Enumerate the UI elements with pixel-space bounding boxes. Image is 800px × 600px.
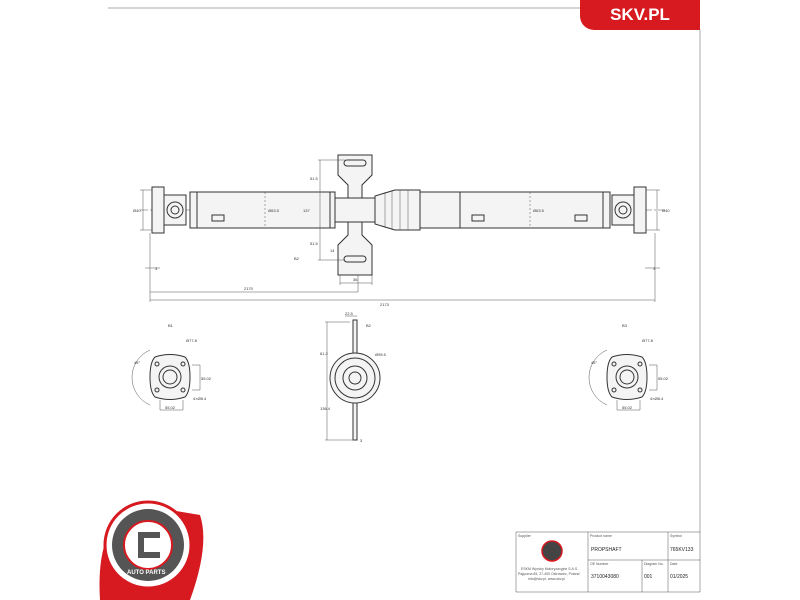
dim-bracket-width: 36: [353, 277, 358, 282]
bearing-view-b2: [325, 315, 381, 441]
diagram-no-label: Diagram No.: [644, 562, 664, 566]
right-tube: [419, 191, 611, 229]
label-b1: B1: [168, 323, 174, 328]
oe-number: 3710043080: [591, 574, 619, 580]
dim-offset-left: 3: [155, 266, 158, 271]
oe-number-label: OE Number: [590, 562, 609, 566]
stamp-bottom-text: AUTO PARTS: [127, 570, 165, 576]
dim-b1-angle: 45°: [134, 360, 140, 365]
right-yoke: [611, 186, 647, 234]
stamp-center-text: SKV: [150, 545, 162, 551]
title-block: Supplier ESKM Wyroby Motoryzacyjne S.A.S…: [515, 531, 701, 593]
dim-b2-dia: Ø95.5: [375, 352, 387, 357]
dim-tube-left: Ø63.5: [268, 208, 280, 213]
date-label: Date: [670, 562, 677, 566]
dim-b1-bolt-circle: Ø77.8: [186, 338, 198, 343]
dim-tube-right: Ø63.5: [533, 208, 545, 213]
skv-auto-parts-stamp: SKV AUTO PARTS: [99, 500, 204, 600]
dim-total-length: 2173: [380, 302, 390, 307]
boot: [374, 189, 421, 231]
dim-b3-pcd-v: 55.02: [658, 376, 669, 381]
diagram-no: 001: [644, 574, 653, 580]
dim-b3-holes: 4×Ø8.4: [650, 396, 664, 401]
dim-b2-lower: 136.4: [320, 406, 331, 411]
dim-bracket-upper: 51.5: [310, 176, 319, 181]
label-b2: B2: [366, 323, 372, 328]
symbol-label: Symbol: [670, 534, 682, 538]
dim-b1-holes: 4×Ø8.4: [193, 396, 207, 401]
dim-length-to-bearing: 2170: [244, 286, 254, 291]
dim-b3-pcd-h: 55.02: [622, 405, 633, 410]
dimension-lines: [140, 159, 660, 302]
supplier-label: Supplier: [518, 534, 532, 538]
product-name: PROPSHAFT: [591, 547, 622, 553]
dim-b2-top: 22.5: [345, 311, 354, 316]
dim-flange-right: Ø40: [662, 208, 670, 213]
supplier-line-2: Pajęczna 65, 27-400 Ostrowiec, Poland: [518, 572, 580, 576]
dim-bracket-slot: 14: [330, 248, 335, 253]
left-tube: [189, 191, 336, 229]
label-b3: B3: [622, 323, 628, 328]
dim-flange-left: Ø40: [133, 208, 141, 213]
product-name-label: Product name: [590, 534, 612, 538]
dim-b2-offset: 3: [360, 438, 363, 443]
skv-logo[interactable]: SKV.PL: [580, 0, 700, 30]
left-yoke: [151, 186, 187, 234]
dim-b1-pcd-v: 55.02: [201, 376, 212, 381]
flange-view-b3: [588, 349, 658, 411]
label-b2-top: B2: [294, 256, 300, 261]
date: 01/2025: [670, 574, 688, 580]
supplier-line-3: info@skv.pl, www.skv.pl: [528, 577, 565, 581]
symbol: 765KV133: [670, 547, 694, 553]
dim-b1-pcd-h: 55.02: [165, 405, 176, 410]
dim-b3-bolt-circle: Ø77.8: [642, 338, 654, 343]
dim-b3-angle: 45°: [591, 360, 597, 365]
dim-b2-upper: 61.2: [320, 351, 329, 356]
supplier-line-1: ESKM Wyroby Motoryzacyjne S.A.S.: [521, 567, 578, 571]
flange-view-b1: [131, 349, 201, 411]
dim-offset-right: 3: [653, 266, 656, 271]
center-bearing: [334, 154, 376, 276]
drawing-frame: [108, 7, 701, 532]
dim-bearing-height: 137: [303, 208, 310, 213]
dim-bracket-lower: 51.5: [310, 241, 319, 246]
